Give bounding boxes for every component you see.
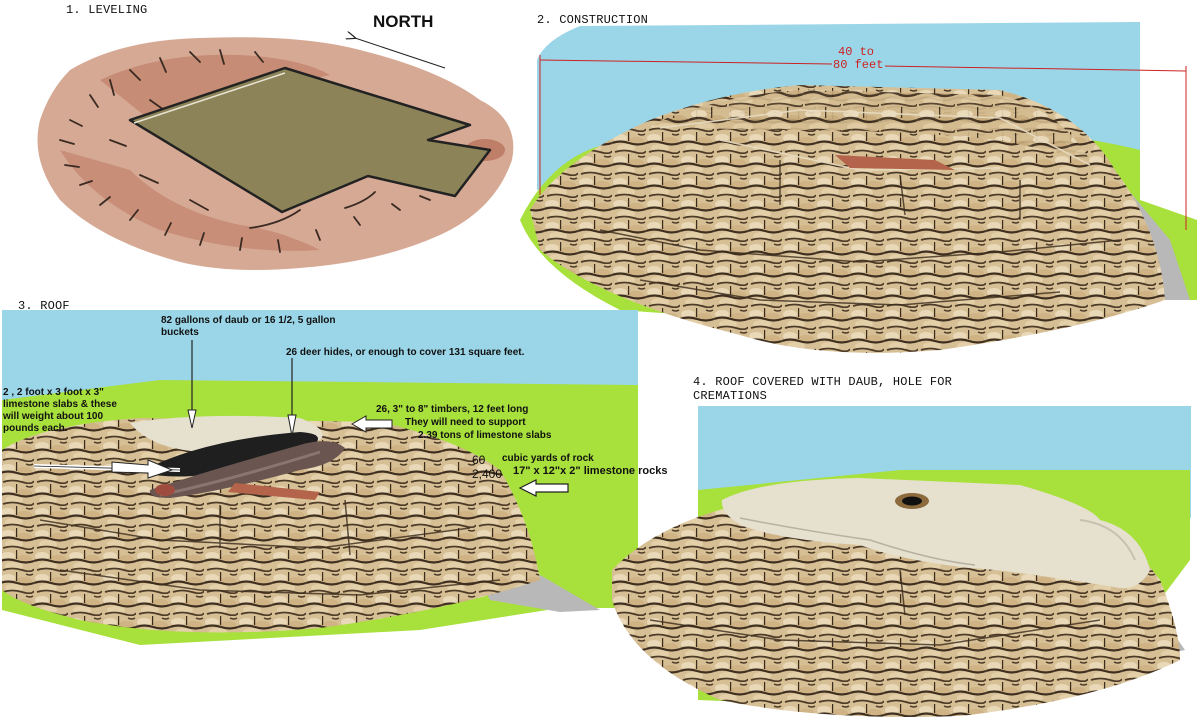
timbers [149,441,345,498]
rock-count-value: 2,400 [472,467,503,481]
dimension-label-1: 40 to [838,45,875,59]
leveling-panel [37,37,514,271]
daub-quantity-label: 82 gallons of daub or 16 1/2, 5 gallon b… [161,315,336,338]
rock-volume-value: 60 [472,453,486,467]
covered-roof-panel [612,406,1191,717]
leveling-title: 1. LEVELING [66,3,148,17]
slope-hatching [59,49,431,253]
construction-panel [520,22,1197,353]
timbers-label-2: They will need to support [405,417,526,428]
rock-count-label: 17" x 12"x 2" limestone rocks [513,465,668,477]
dimension-line [539,55,1187,230]
timbers-label-3: 2.39 tons of limestone slabs [418,430,552,441]
annotation-arrows [33,340,569,497]
limestone-slabs-label: 2 , 2 foot x 3 foot x 3" limestone slabs… [3,387,117,434]
roof-title: 3. ROOF [18,299,70,313]
daub-covering [721,478,1150,589]
deer-hides-label: 26 deer hides, or enough to cover 131 sq… [286,347,525,358]
roof-panel [2,310,638,645]
dimension-label-2: 80 feet [833,58,884,72]
covered-title-1: 4. ROOF COVERED WITH DAUB, HOLE FOR [693,375,953,389]
floor-strip [835,155,955,170]
construction-title: 2. CONSTRUCTION [537,13,649,27]
north-arrow [355,38,446,69]
covered-title-2: CREMATIONS [693,389,768,403]
timbers-label-1: 26, 3" to 8" timbers, 12 feet long [376,404,529,415]
stone-mound [530,85,1165,353]
north-label: NORTH [373,12,434,31]
hide-covering [140,432,318,477]
leveled-floor [128,66,492,214]
rock-volume-label: cubic yards of rock [502,453,594,464]
